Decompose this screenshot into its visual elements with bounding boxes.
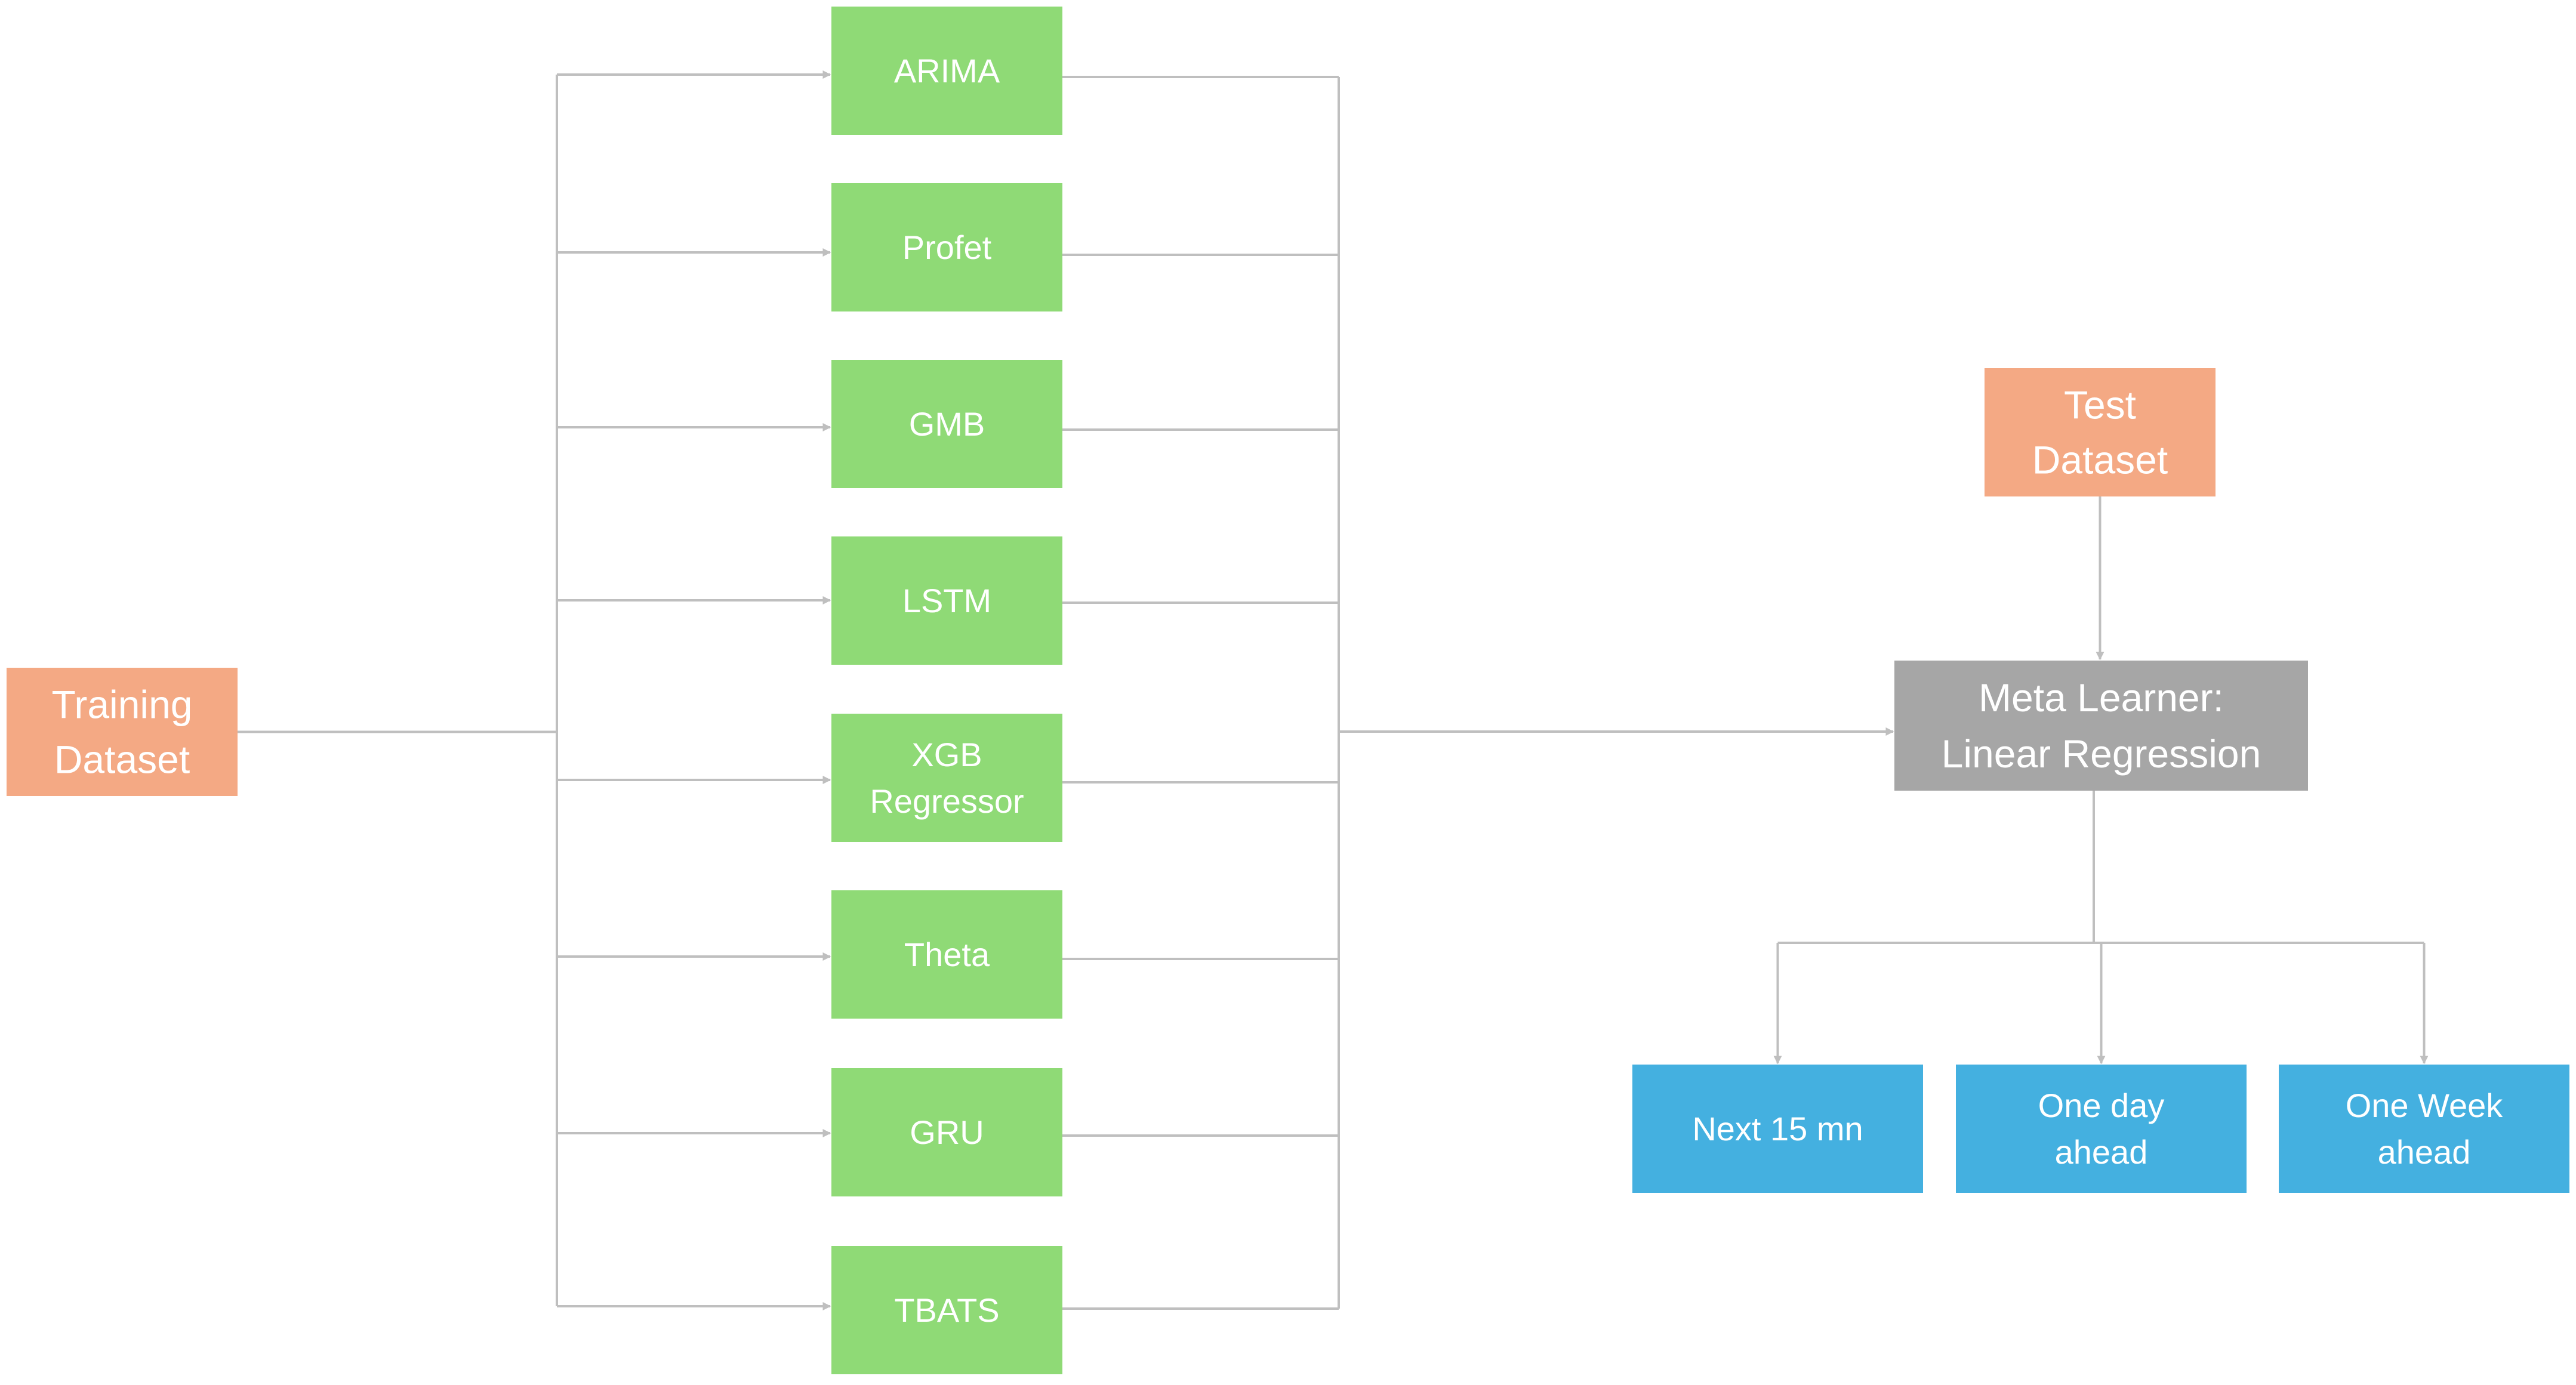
- model-node-lstm-label: LSTM: [902, 582, 991, 619]
- model-node-gru-box: [831, 1068, 1062, 1196]
- model-node-xgb-box: [831, 714, 1062, 842]
- model-node-arima-box: [831, 7, 1062, 135]
- output-node-3-label: ahead: [2378, 1133, 2471, 1171]
- model-node-xgb: XGB Regressor: [831, 714, 1062, 842]
- output-node-3-label: One Week: [2346, 1087, 2504, 1124]
- model-node-tbats-label: TBATS: [894, 1291, 999, 1329]
- model-node-xgb-label: Regressor: [870, 782, 1024, 820]
- meta-learner-node-label: Meta Learner:: [1979, 675, 2224, 720]
- model-node-profet-label: Profet: [902, 229, 992, 266]
- model-node-xgb-label: XGB: [911, 736, 982, 773]
- output-node-2-box: [1956, 1065, 2247, 1193]
- model-node-gmb: GMB: [831, 360, 1062, 488]
- test-dataset-node-label: Dataset: [2032, 438, 2168, 482]
- meta-learner-node-box: [1894, 661, 2308, 791]
- model-node-gru: GRU: [831, 1068, 1062, 1196]
- output-node-3-box: [2279, 1065, 2569, 1193]
- output-node-2-label: ahead: [2055, 1133, 2148, 1171]
- training-dataset-node-label: Training: [52, 683, 193, 727]
- output-node-2-label: One day: [2038, 1087, 2165, 1124]
- model-node-arima-label: ARIMA: [894, 52, 1000, 90]
- training-dataset-node-label: Dataset: [54, 738, 190, 782]
- output-node-1: Next 15 mn: [1632, 1065, 1923, 1193]
- model-node-lstm-box: [831, 536, 1062, 665]
- nodes: TrainingDatasetTestDatasetARIMAProfetGMB…: [7, 7, 2569, 1374]
- meta-learner-node-label: Linear Regression: [1942, 732, 2261, 776]
- model-node-theta-box: [831, 890, 1062, 1019]
- model-node-gru-label: GRU: [910, 1113, 984, 1151]
- model-node-lstm: LSTM: [831, 536, 1062, 665]
- training-dataset-node-box: [7, 668, 238, 796]
- model-node-theta: Theta: [831, 890, 1062, 1019]
- connectors: [238, 70, 2429, 1310]
- output-node-1-label: Next 15 mn: [1692, 1110, 1863, 1148]
- meta-learner-node: Meta Learner: Linear Regression: [1894, 661, 2308, 791]
- model-node-profet-box: [831, 183, 1062, 311]
- model-node-gmb-box: [831, 360, 1062, 488]
- output-node-3: One Week ahead: [2279, 1065, 2569, 1193]
- output-node-1-box: [1632, 1065, 1923, 1193]
- model-node-tbats: TBATS: [831, 1246, 1062, 1374]
- output-node-2: One day ahead: [1956, 1065, 2247, 1193]
- model-node-tbats-box: [831, 1246, 1062, 1374]
- model-node-arima: ARIMA: [831, 7, 1062, 135]
- model-node-theta-label: Theta: [904, 936, 990, 973]
- test-dataset-node-box: [1985, 368, 2216, 496]
- test-dataset-node-label: Test: [2064, 383, 2136, 427]
- model-node-profet: Profet: [831, 183, 1062, 311]
- model-node-gmb-label: GMB: [909, 405, 985, 443]
